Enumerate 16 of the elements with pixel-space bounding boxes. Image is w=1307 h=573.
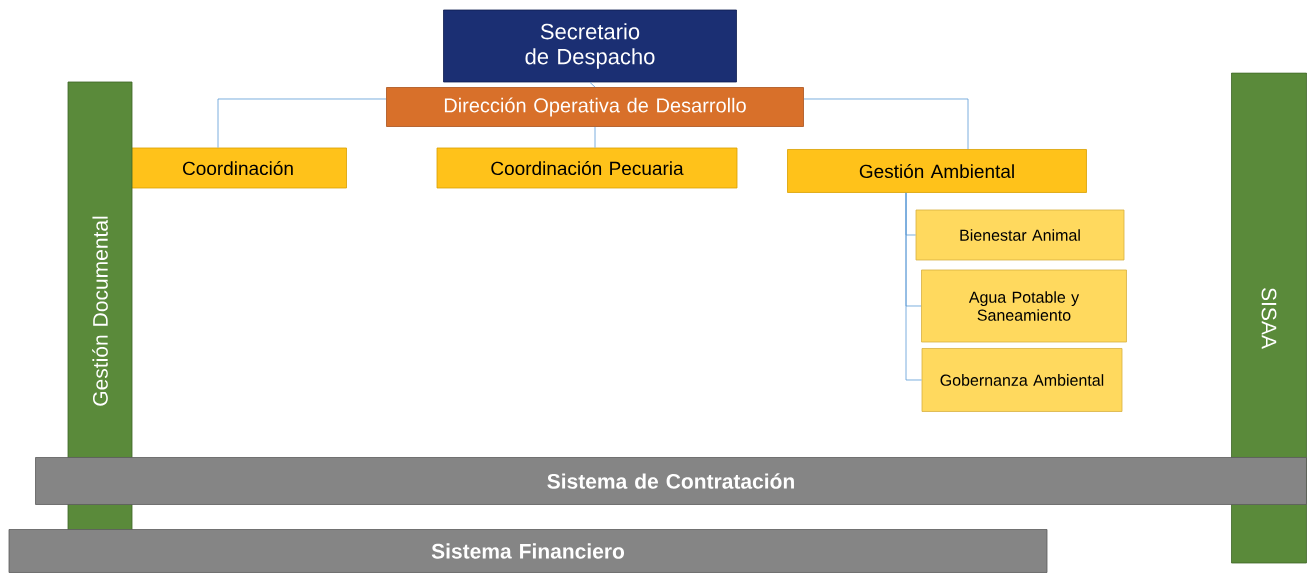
connector-line xyxy=(905,192,922,381)
connector-line xyxy=(594,126,596,148)
org-box: Dirección Operativa de Desarrollo xyxy=(386,87,804,127)
org-box: Gestión Ambiental xyxy=(787,149,1087,193)
connector-line xyxy=(803,98,969,150)
horizontal-bar: Sistema de Contratación xyxy=(35,457,1307,505)
org-box: Bienestar Animal xyxy=(915,209,1125,261)
org-box: Gobernanza Ambiental xyxy=(921,348,1123,412)
connector-line xyxy=(589,82,596,88)
org-box: Coordinación Pecuaria xyxy=(436,147,738,189)
horizontal-bar: Sistema Financiero xyxy=(8,529,1048,573)
vertical-bar: SISAA xyxy=(1231,72,1307,564)
org-box: Secretario de Despacho xyxy=(443,9,737,83)
org-box: Agua Potable y Saneamiento xyxy=(921,269,1127,343)
connector-line xyxy=(217,98,387,148)
org-box: Coordinación xyxy=(129,147,347,189)
